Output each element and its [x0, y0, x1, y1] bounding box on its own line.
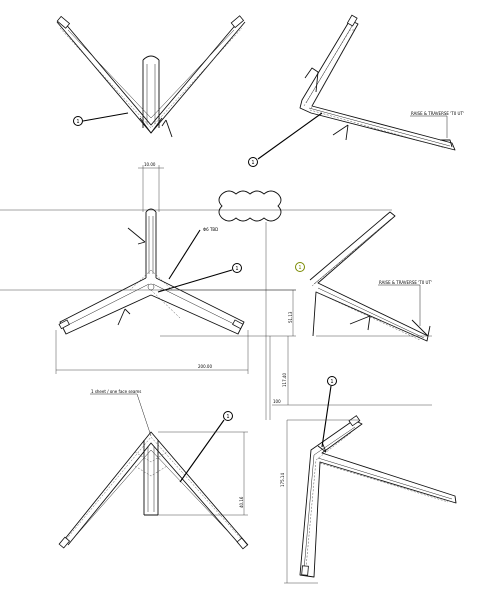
item-bubble-3-label: 1: [235, 266, 238, 272]
dim-top-width: 10.00: [144, 162, 156, 167]
arrow-mark-2: [332, 124, 349, 141]
note-leader-2: [378, 284, 421, 326]
item-bubble-3: [232, 263, 242, 273]
item-bubble-6-label: 1: [330, 379, 333, 385]
leader-3: [157, 269, 233, 293]
item-bubble-5-label: 1: [226, 414, 229, 420]
dim-right-height: 117.40: [282, 373, 287, 387]
item-bubble-2: [248, 157, 258, 167]
arrow-mark-3a: [127, 227, 146, 245]
view-top-v: [56, 15, 246, 138]
dim-left-height: 40.16: [239, 496, 244, 508]
note-raise-traverse-1: RAISE & TRAVERSE 'T0 UT': [411, 111, 464, 116]
revision-bubble-label: 1: [298, 265, 301, 271]
dim-center-height-lines: [160, 289, 296, 337]
arrow-mark-3b: [117, 308, 131, 326]
leader-6: [321, 385, 332, 448]
item-bubble-1-label: 1: [76, 119, 79, 125]
note-weld-leader: [90, 393, 152, 437]
arrow-mark-4: [349, 315, 371, 331]
note-angle-leader: [168, 229, 201, 280]
view-iso-bottom-right: [299, 415, 457, 578]
view-bottom-v: [58, 431, 249, 550]
leader-1: [82, 112, 129, 122]
note-angle: Φ6 TBD: [203, 227, 218, 232]
dim-right-height-lines: [269, 336, 432, 420]
dim-top-width-lines: [138, 165, 164, 212]
item-bubble-1: [73, 116, 83, 126]
dim-overall-span-lines: [55, 330, 249, 374]
revision-bubble: [295, 262, 305, 272]
leader-2: [257, 112, 323, 160]
dim-bottom-height: 175.14: [280, 473, 285, 487]
dim-right-offset: 100: [273, 399, 281, 404]
view-right-elevation: [309, 211, 431, 342]
leader-5: [179, 419, 225, 483]
revision-cloud: [218, 190, 282, 222]
note-leader-1: [410, 115, 448, 138]
view-iso-top-right: [299, 14, 456, 151]
note-raise-traverse-2: RAISE & TRAVERSE 'T0 UT': [379, 280, 432, 285]
note-weld: 1 sheet / one face seams: [91, 389, 141, 394]
dim-overall-span: 200.00: [198, 364, 212, 369]
view-center-plan: [58, 208, 245, 335]
dim-bottom-height-lines: [284, 419, 359, 584]
item-bubble-6: [327, 376, 337, 386]
item-bubble-5: [223, 411, 233, 421]
dim-center-height: 51.13: [288, 311, 293, 323]
item-bubble-2-label: 1: [251, 160, 254, 166]
dim-left-height-lines: [158, 431, 248, 516]
